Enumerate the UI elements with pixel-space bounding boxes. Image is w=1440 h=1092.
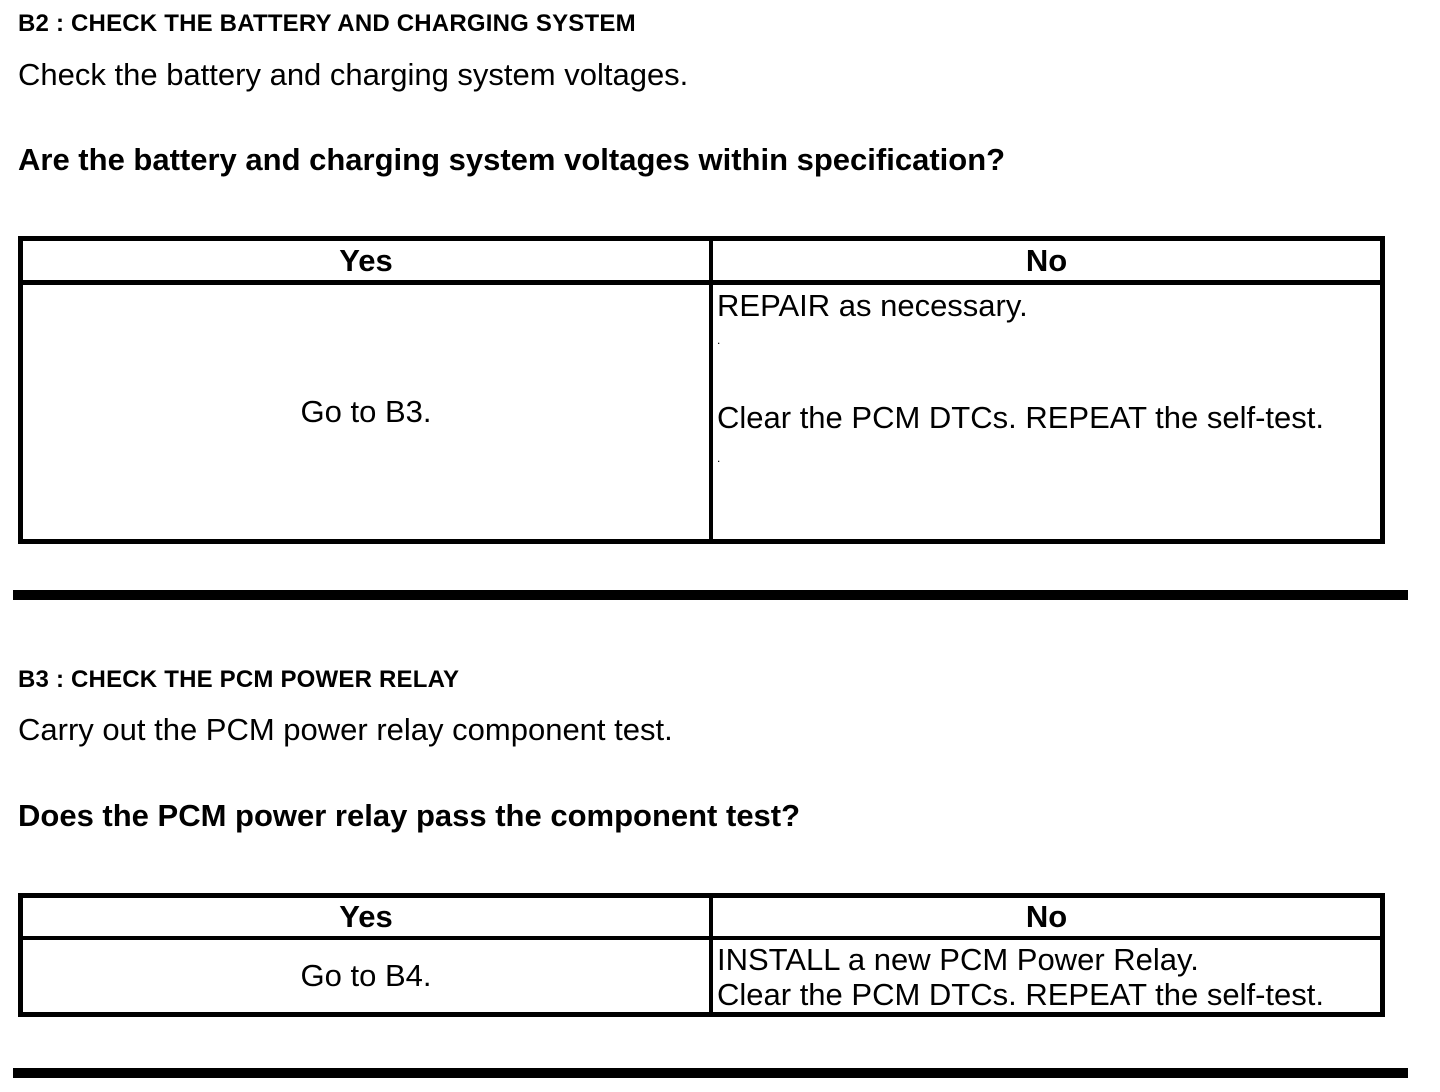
step-instruction-b3: Carry out the PCM power relay component … bbox=[18, 712, 673, 747]
decision-table-body-row: Go to B4. INSTALL a new PCM Power Relay.… bbox=[23, 940, 1380, 1012]
no-action-line: Clear the PCM DTCs. REPEAT the self-test… bbox=[717, 977, 1324, 1012]
no-action-cell: REPAIR as necessary. . Clear the PCM DTC… bbox=[713, 285, 1380, 539]
decision-table-b3: Yes No Go to B4. INSTALL a new PCM Power… bbox=[18, 893, 1385, 1017]
no-column-header: No bbox=[1025, 242, 1068, 278]
decision-table-b2: Yes No Go to B3. REPAIR as necessary. . … bbox=[18, 236, 1385, 544]
yes-action-cell: Go to B4. bbox=[23, 940, 713, 1012]
yes-action-cell: Go to B3. bbox=[23, 285, 713, 539]
step-heading-b3: B3 : CHECK THE PCM POWER RELAY bbox=[18, 666, 460, 693]
section-divider-rule bbox=[13, 590, 1408, 600]
stray-period-mark: . bbox=[717, 333, 721, 347]
step-question-b3: Does the PCM power relay pass the compon… bbox=[18, 798, 801, 833]
no-action-cell: INSTALL a new PCM Power Relay. Clear the… bbox=[713, 940, 1380, 1012]
stray-period-mark: . bbox=[717, 451, 721, 465]
no-action-line: INSTALL a new PCM Power Relay. bbox=[717, 942, 1199, 977]
no-column-header: No bbox=[1025, 899, 1068, 934]
decision-table-header-row: Yes No bbox=[23, 898, 1380, 940]
yes-column-header: Yes bbox=[23, 241, 713, 280]
yes-column-header: Yes bbox=[23, 898, 713, 936]
no-action-line: Clear the PCM DTCs. REPEAT the self-test… bbox=[717, 400, 1324, 435]
step-instruction-b2: Check the battery and charging system vo… bbox=[18, 57, 689, 92]
no-action-line: REPAIR as necessary. bbox=[717, 288, 1028, 323]
step-question-b2: Are the battery and charging system volt… bbox=[18, 142, 1006, 177]
decision-table-body-row: Go to B3. REPAIR as necessary. . Clear t… bbox=[23, 285, 1380, 539]
page-bottom-rule bbox=[13, 1068, 1408, 1078]
step-heading-b2: B2 : CHECK THE BATTERY AND CHARGING SYST… bbox=[18, 10, 636, 37]
decision-table-header-row: Yes No bbox=[23, 241, 1380, 285]
